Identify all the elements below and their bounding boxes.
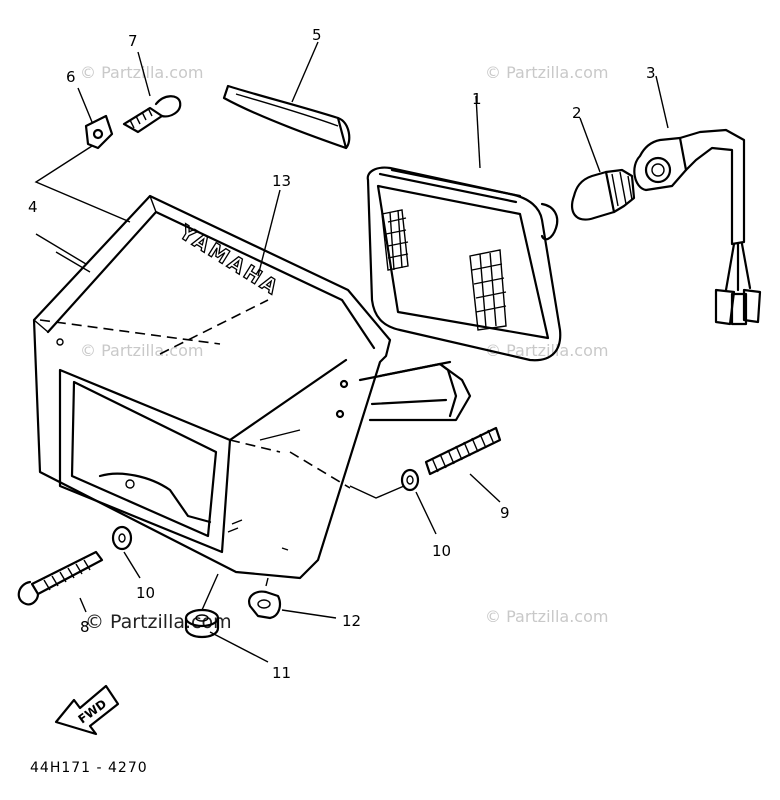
leader-7 xyxy=(137,51,151,97)
part-9-spring xyxy=(424,426,502,476)
callout-13: 13 xyxy=(272,172,291,190)
leader-3 xyxy=(655,75,669,129)
part-5-strip xyxy=(222,84,351,150)
yamaha-emblem-lettering: YAMAHA xyxy=(175,219,285,300)
part-2-bulb xyxy=(570,168,636,221)
leader-1 xyxy=(475,95,481,169)
callout-numbers: 1 2 3 4 5 6 7 8 9 10 10 11 12 13 xyxy=(28,26,656,682)
fwd-arrow: FWD xyxy=(54,684,120,736)
callout-2: 2 xyxy=(572,104,582,122)
callout-7: 7 xyxy=(128,32,138,50)
part-4-headlight-body xyxy=(32,194,472,580)
callout-3: 3 xyxy=(646,64,656,82)
leader-5 xyxy=(291,41,319,103)
leader-13 xyxy=(257,189,281,277)
lens-grid-left xyxy=(381,209,409,271)
watermark-mid-left: © Partzilla.com xyxy=(80,341,203,360)
part-6-nut xyxy=(84,114,114,150)
watermark-top-right: © Partzilla.com xyxy=(485,63,608,82)
part-12-grommet xyxy=(248,590,281,620)
leader-2 xyxy=(579,117,601,173)
callout-1: 1 xyxy=(472,90,482,108)
callout-6: 6 xyxy=(66,68,76,86)
watermark-mid-right: © Partzilla.com xyxy=(485,341,608,360)
partzilla-label: © Partzilla.com xyxy=(85,611,232,633)
leader-11 xyxy=(201,573,269,663)
part-10-washer-right xyxy=(400,468,420,492)
callout-10-left: 10 xyxy=(136,584,155,602)
part-10-washer-left xyxy=(111,525,133,551)
leader-10-left xyxy=(123,551,141,579)
callout-4: 4 xyxy=(28,198,38,216)
leader-10-right xyxy=(415,491,437,535)
leader-4 xyxy=(35,233,91,273)
callout-11: 11 xyxy=(272,664,291,682)
lens-grid-right xyxy=(469,249,507,331)
callout-5: 5 xyxy=(312,26,322,44)
watermark-group: © Partzilla.com © Partzilla.com © Partzi… xyxy=(80,63,608,626)
part-7-screw xyxy=(122,95,182,134)
fwd-label: FWD xyxy=(76,697,110,727)
part-3-socket-wiring xyxy=(633,128,762,326)
callout-12: 12 xyxy=(342,612,361,630)
leader-6-to-4 xyxy=(34,145,131,223)
part-1-headlight-lens xyxy=(366,166,562,362)
leader-8 xyxy=(79,597,87,613)
leader-9 xyxy=(469,473,501,503)
watermark-bottom-right: © Partzilla.com xyxy=(485,607,608,626)
leader-6 xyxy=(77,87,93,123)
callout-10-right: 10 xyxy=(432,542,451,560)
hidden-lines xyxy=(39,299,351,489)
leader-10-right-link xyxy=(349,485,405,499)
part-8-screw xyxy=(17,550,104,606)
watermark-top-left: © Partzilla.com xyxy=(80,63,203,82)
drawing-code: 44H171 - 4270 xyxy=(30,760,148,776)
callout-8: 8 xyxy=(80,618,90,636)
callout-9: 9 xyxy=(500,504,510,522)
leader-12 xyxy=(265,577,337,619)
